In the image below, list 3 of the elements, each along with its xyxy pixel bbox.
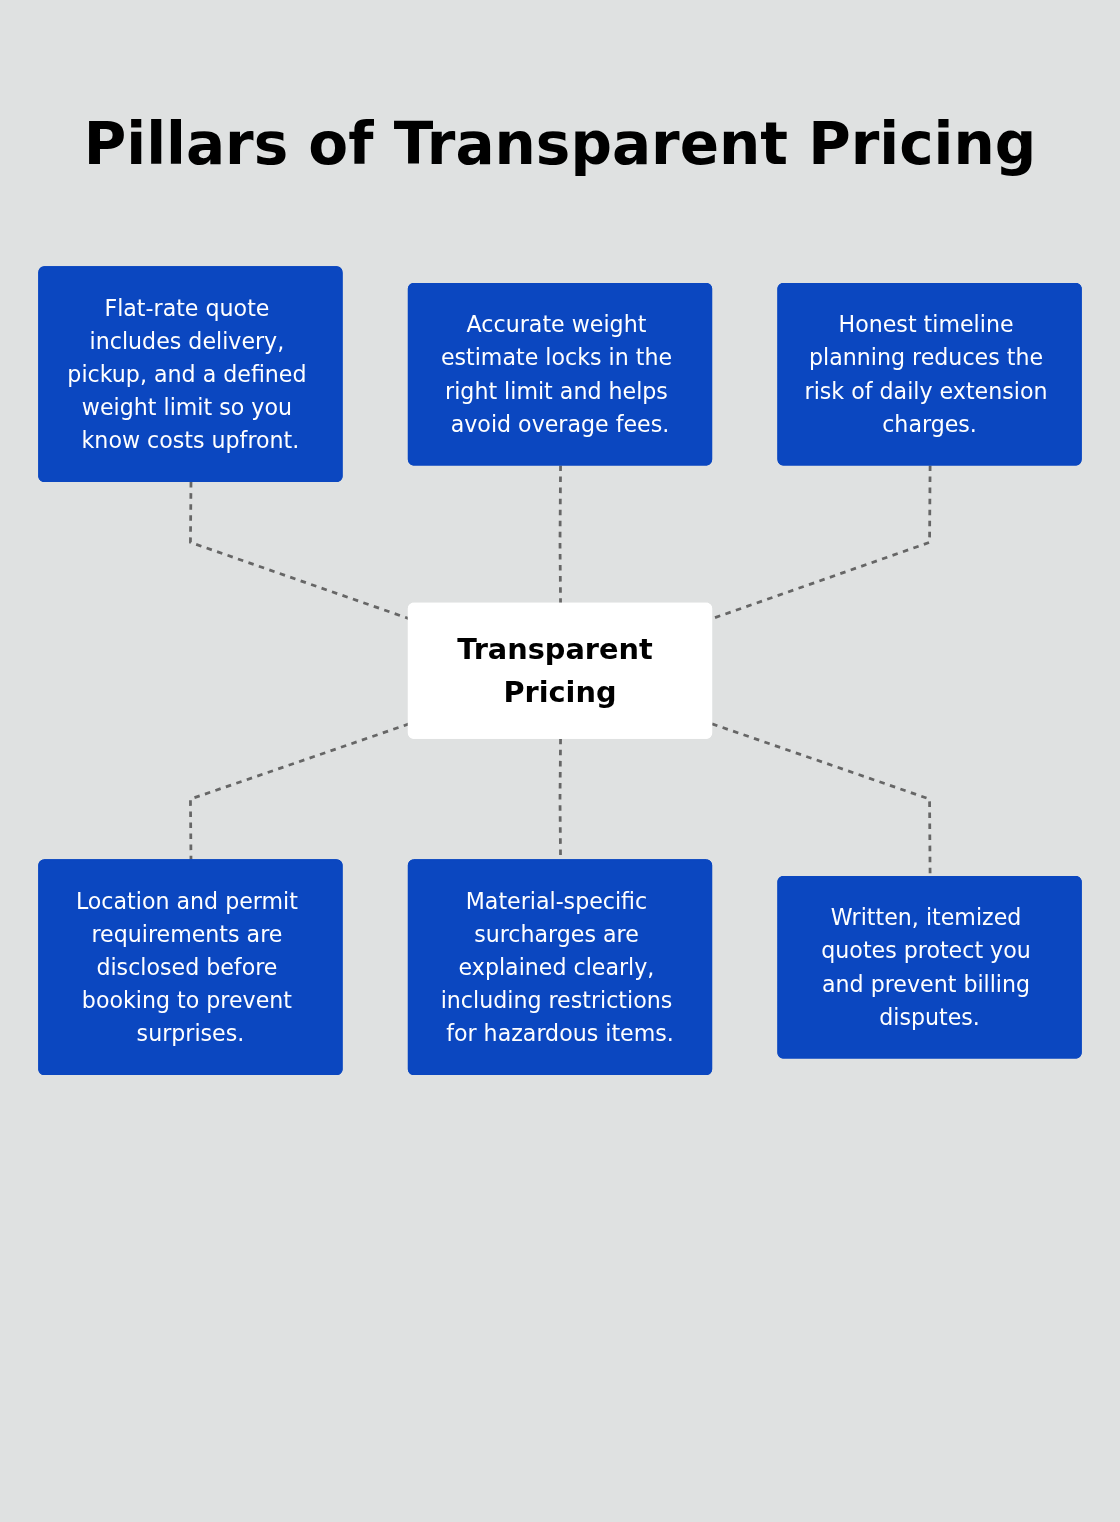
title: Pillars of Transparent Pricing [83,110,1037,178]
diagram: Flat-rate quote includes delivery, pickup, and a defined weight limit so you know costs upfront. Accurate weight estimate locks in the right limit and helps avoid overage fees. Honest timeline planning reduces the risk of daily extension charges. Transparent Pricing Location and permit requirements are disclosed before booking to prevent surprises. Material-specific surcharges are explained clearly, including restrictions for hazardous items. Written, itemized quotes protect you and prevent billing disputes. [30,258,1090,1084]
connector [558,465,562,604]
